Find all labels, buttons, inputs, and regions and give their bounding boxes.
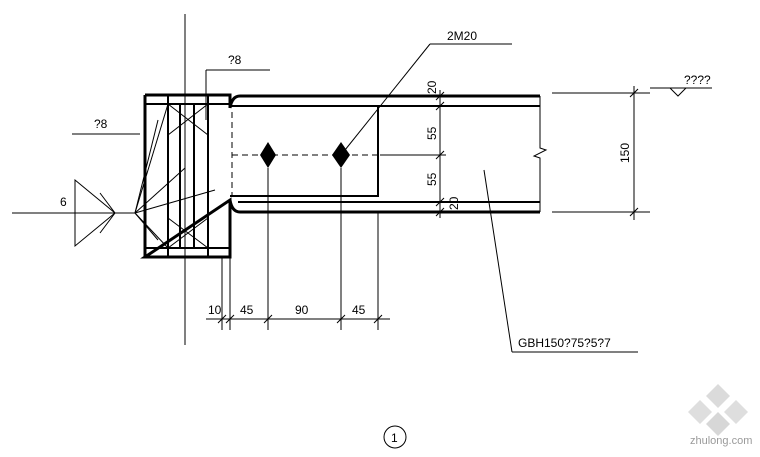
weld-left-label: ?8 [94, 117, 108, 131]
watermark-text: zhulong.com [690, 435, 752, 447]
section-number: 1 [391, 431, 398, 445]
dim-tick [263, 314, 273, 324]
dim-10: 10 [208, 303, 222, 317]
dim-tick [435, 207, 445, 217]
dim-55-upper: 55 [425, 126, 439, 140]
weld-leader [134, 212, 159, 241]
beam-bottom-flange-outer [228, 199, 540, 214]
beam-break-line [532, 96, 548, 212]
bolt-leader-diagonal [340, 43, 431, 156]
weld-symbol-inner-icon [99, 192, 116, 234]
dim-tick [435, 91, 445, 101]
dim-45-left: 45 [240, 303, 254, 317]
dim-90: 90 [295, 303, 309, 317]
dim-tick [435, 150, 445, 160]
dim-tick [217, 314, 227, 324]
member-leader-diagonal [483, 169, 513, 353]
dim-tick [629, 88, 639, 98]
watermark-logo-icon [688, 384, 748, 436]
weld-leader [134, 167, 186, 214]
weld-leader [134, 103, 169, 214]
dim-tick [435, 101, 445, 111]
connection-plate [230, 105, 379, 197]
weld-leader [134, 119, 159, 214]
dim-tick [225, 314, 235, 324]
dim-20-top: 20 [425, 80, 439, 94]
weld-leader [134, 189, 216, 214]
elevation-label: ???? [684, 73, 711, 87]
weld-top-label: ?8 [228, 53, 242, 67]
dim-tick [373, 314, 383, 324]
dim-tick [629, 207, 639, 217]
weld-size-label: 6 [60, 195, 67, 209]
dim-tick [435, 197, 445, 207]
dim-150: 150 [618, 143, 632, 163]
bolt-label: 2M20 [447, 29, 477, 43]
weld-symbol-triangle-icon [74, 178, 116, 248]
dim-55-lower: 55 [425, 172, 439, 186]
dim-45-right: 45 [352, 303, 366, 317]
stiffener-diagonal [167, 103, 209, 136]
stiffener-diagonal [167, 217, 209, 249]
dim-tick [336, 314, 346, 324]
elevation-triangle-icon [668, 87, 688, 97]
member-label: GBH150?75?5?7 [518, 336, 611, 350]
section-number-circle [383, 425, 407, 449]
dim-20-bottom: 20 [447, 196, 461, 210]
